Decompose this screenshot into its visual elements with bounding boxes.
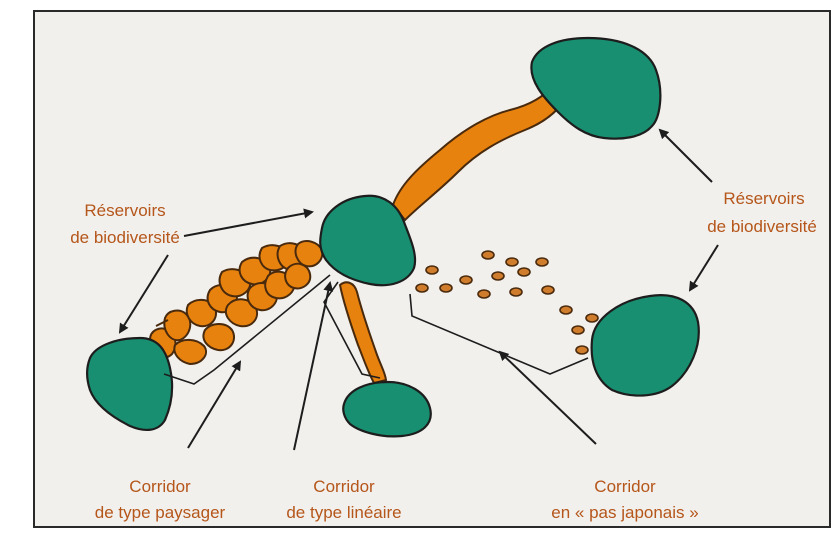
label-corridor-paysager-line1: Corridor bbox=[129, 477, 191, 496]
label-reservoirs-left-line2: de biodiversité bbox=[70, 228, 180, 247]
linear-corridor-top bbox=[391, 84, 570, 222]
bracket-lineaire bbox=[323, 281, 381, 379]
label-corridor-lineaire-line2: de type linéaire bbox=[286, 503, 401, 522]
label-corridor-paysager-line2: de type paysager bbox=[95, 503, 226, 522]
arrow-left-to-central-reservoir bbox=[183, 208, 314, 237]
arrow-to-paysager-corridor bbox=[187, 360, 242, 449]
reservoir-right bbox=[590, 294, 700, 397]
label-corridor-lineaire-line1: Corridor bbox=[313, 477, 375, 496]
arrow-to-lineaire-corridor bbox=[293, 281, 334, 451]
arrow-right-to-top-right-reservoir bbox=[658, 128, 713, 183]
arrow-right-to-right-reservoir bbox=[688, 244, 719, 292]
bracket-paysager bbox=[163, 274, 331, 385]
label-corridor-pas-japonais-line2: en « pas japonais » bbox=[551, 503, 698, 522]
reservoir-bottom-left bbox=[85, 336, 174, 432]
arrow-to-pas-japonais-corridor bbox=[498, 350, 597, 445]
arrow-left-to-bottom-left-reservoir bbox=[118, 254, 169, 334]
stepping-stone-corridor bbox=[415, 250, 599, 355]
reservoir-central bbox=[319, 194, 417, 287]
linear-corridor-bottom bbox=[338, 281, 388, 385]
reservoir-top-right bbox=[530, 36, 662, 140]
landscape-corridor bbox=[148, 240, 324, 366]
bracket-pas-japonais bbox=[409, 293, 589, 375]
label-corridor-pas-japonais-line1: Corridor bbox=[594, 477, 656, 496]
label-reservoirs-right-line2: de biodiversité bbox=[707, 217, 817, 236]
label-reservoirs-left-line1: Réservoirs bbox=[84, 201, 165, 220]
reservoir-bottom-center bbox=[342, 380, 432, 438]
label-reservoirs-right-line1: Réservoirs bbox=[723, 189, 804, 208]
